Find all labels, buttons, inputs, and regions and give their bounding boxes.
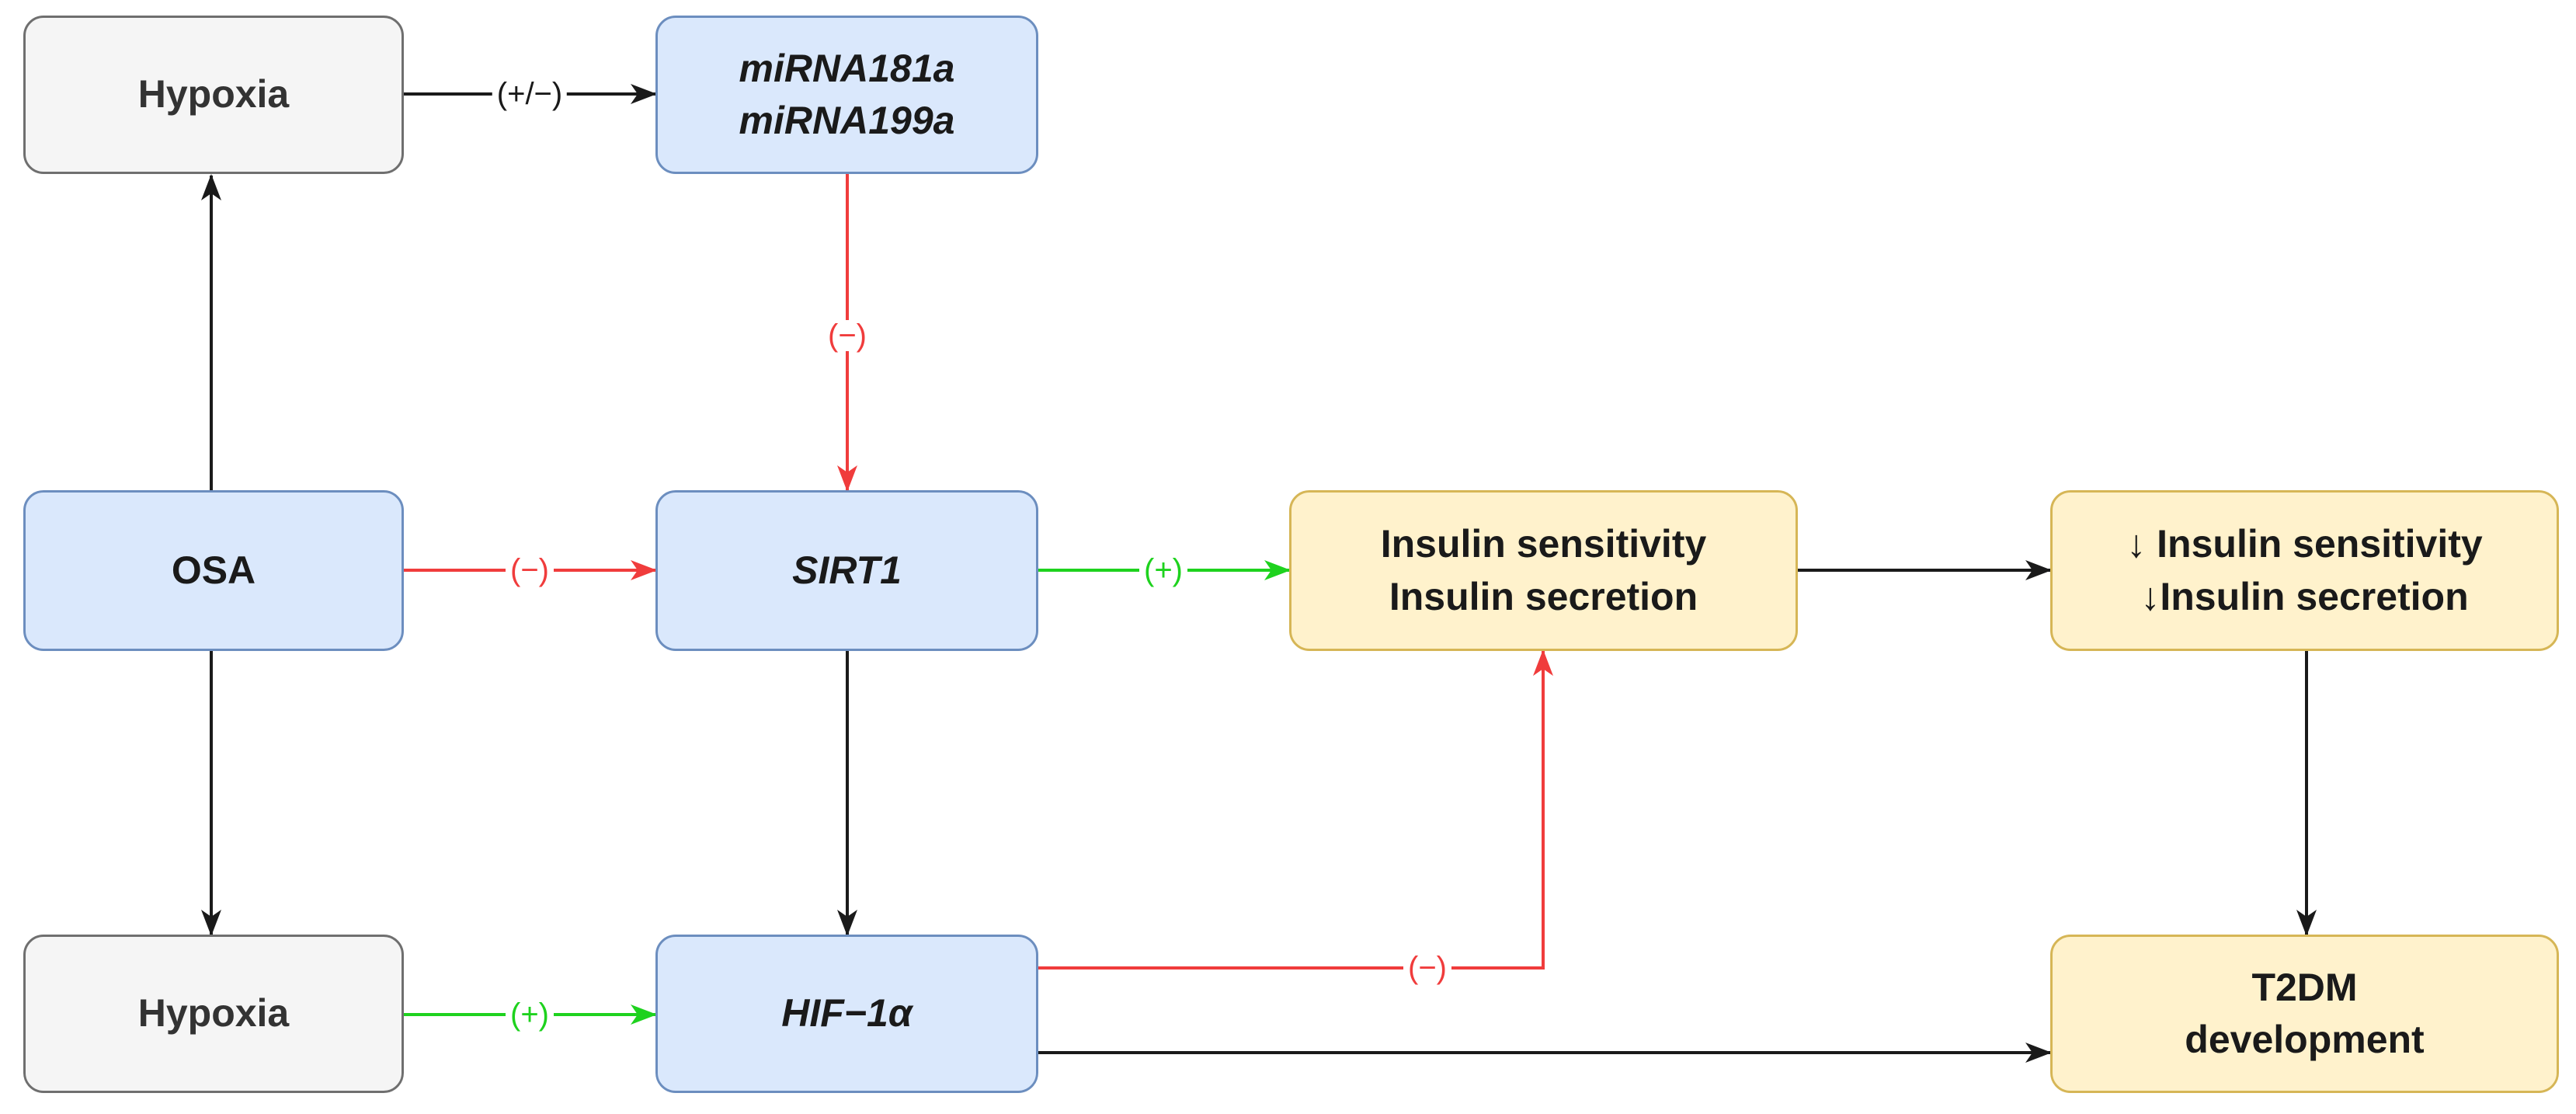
node-hif1a-label: HIF−1α	[781, 991, 913, 1036]
node-hif1a: HIF−1α	[655, 935, 1038, 1093]
edge-label-mirna-to-sirt1: (−)	[823, 320, 871, 351]
node-osa: OSA	[23, 490, 404, 651]
node-hypoxia-bottom: Hypoxia	[23, 935, 404, 1093]
node-mirna-line-1: miRNA181a	[739, 46, 955, 90]
node-insulin-decreased-line-2: ↓Insulin secretion	[2140, 574, 2469, 618]
node-hypoxia-bottom-label: Hypoxia	[137, 991, 290, 1036]
edge-label-osa-to-sirt1: (−)	[506, 555, 554, 586]
node-hypoxia-top: Hypoxia	[23, 16, 404, 174]
node-insulin-decreased: ↓ Insulin sensitivity ↓Insulin secretion	[2050, 490, 2559, 651]
edge-label-hypoxia-to-hif1a: (+)	[506, 999, 554, 1030]
node-insulin: Insulin sensitivity Insulin secretion	[1289, 490, 1798, 651]
edge-label-sirt1-to-insulin: (+)	[1139, 555, 1187, 586]
edge-label-hypoxia-to-mirna: (+/−)	[492, 78, 568, 110]
edge-hif1a-to-insulin	[1038, 649, 1553, 970]
edge-label-hif1a-to-insulin: (−)	[1403, 952, 1451, 983]
node-insulin-decreased-line-1: ↓ Insulin sensitivity	[2126, 522, 2483, 566]
node-mirna-line-2: miRNA199a	[739, 99, 955, 142]
node-osa-label: OSA	[171, 548, 256, 592]
node-mirna: miRNA181a miRNA199a	[655, 16, 1038, 174]
node-sirt1: SIRT1	[655, 490, 1038, 651]
node-hypoxia-top-label: Hypoxia	[137, 72, 290, 117]
node-insulin-line-2: Insulin secretion	[1389, 574, 1698, 618]
node-t2dm-line-2: development	[2185, 1018, 2425, 1061]
node-t2dm-line-1: T2DM	[2251, 965, 2358, 1009]
node-sirt1-label: SIRT1	[792, 548, 902, 592]
node-insulin-line-1: Insulin sensitivity	[1380, 522, 1707, 566]
node-t2dm: T2DM development	[2050, 935, 2559, 1093]
